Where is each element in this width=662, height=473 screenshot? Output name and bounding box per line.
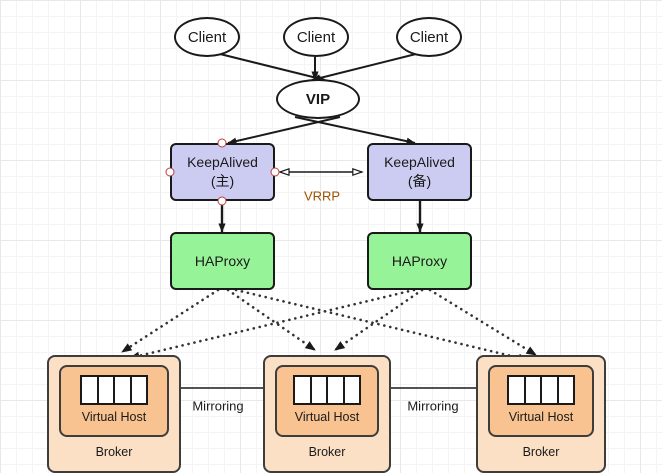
virtual-host-2[interactable]: Virtual Host: [275, 365, 379, 437]
queue-cell: [312, 377, 328, 403]
queue-cell: [559, 377, 574, 403]
client-node-2[interactable]: Client: [283, 17, 349, 57]
haproxy-label: HAProxy: [391, 253, 448, 269]
queue-cell: [526, 377, 542, 403]
queue-icon: [80, 375, 148, 405]
edge-haproxy-right-broker3: [428, 288, 538, 357]
edge-haproxy-left-broker3: [234, 288, 530, 362]
queue-cell: [345, 377, 360, 403]
edge-haproxy-right-broker2: [333, 288, 424, 352]
edge-haproxy-left-broker2: [226, 288, 317, 352]
port-left-keepalived-master[interactable]: [165, 167, 175, 177]
mirroring-edge-label-right: Mirroring: [407, 398, 459, 414]
virtual-host-3[interactable]: Virtual Host: [488, 365, 594, 437]
port-right-keepalived-master[interactable]: [270, 167, 280, 177]
edge-vip-keepalived-backup: [294, 116, 416, 145]
keepalived-master-node[interactable]: KeepAlived (主): [170, 143, 275, 201]
keepalived-role-label: (主): [210, 173, 235, 189]
client-node-3[interactable]: Client: [396, 17, 462, 57]
haproxy-node-left[interactable]: HAProxy: [170, 232, 275, 290]
client-label: Client: [187, 28, 227, 46]
edge-client1-vip: [215, 52, 326, 82]
port-bottom-keepalived-master[interactable]: [217, 196, 227, 206]
broker-node-1[interactable]: Virtual Host Broker: [47, 355, 181, 473]
haproxy-label: HAProxy: [194, 253, 251, 269]
virtual-host-label: Virtual Host: [81, 410, 147, 424]
queue-cell: [328, 377, 345, 403]
queue-cell: [82, 377, 99, 403]
client-label: Client: [409, 28, 449, 46]
keepalived-name-label: KeepAlived: [384, 154, 455, 171]
queue-cell: [542, 377, 559, 403]
client-label: Client: [296, 28, 336, 46]
keepalived-role-label: (备): [407, 173, 432, 189]
edge-vip-keepalived-master: [227, 116, 341, 145]
keepalived-name-label: KeepAlived: [187, 154, 258, 171]
vip-label: VIP: [305, 90, 331, 108]
broker-label: Broker: [95, 445, 133, 459]
edge-haproxy-left-broker1: [120, 288, 220, 354]
keepalived-backup-node[interactable]: KeepAlived (备): [367, 143, 472, 201]
virtual-host-1[interactable]: Virtual Host: [59, 365, 169, 437]
queue-icon: [507, 375, 575, 405]
queue-cell: [99, 377, 115, 403]
broker-node-2[interactable]: Virtual Host Broker: [263, 355, 391, 473]
edge-client3-vip: [311, 52, 421, 82]
queue-cell: [132, 377, 147, 403]
queue-icon: [293, 375, 361, 405]
vrrp-edge-label: VRRP: [303, 188, 341, 204]
edge-haproxy-right-broker1: [128, 288, 416, 360]
mirroring-edge-label-left: Mirroring: [192, 398, 244, 414]
virtual-host-label: Virtual Host: [508, 410, 574, 424]
broker-node-3[interactable]: Virtual Host Broker: [476, 355, 606, 473]
virtual-host-label: Virtual Host: [294, 410, 360, 424]
queue-cell: [509, 377, 526, 403]
broker-label: Broker: [522, 445, 560, 459]
queue-cell: [115, 377, 132, 403]
broker-label: Broker: [308, 445, 346, 459]
haproxy-node-right[interactable]: HAProxy: [367, 232, 472, 290]
port-top-keepalived-master[interactable]: [217, 138, 227, 148]
queue-cell: [295, 377, 312, 403]
vip-node[interactable]: VIP: [276, 79, 360, 119]
client-node-1[interactable]: Client: [174, 17, 240, 57]
